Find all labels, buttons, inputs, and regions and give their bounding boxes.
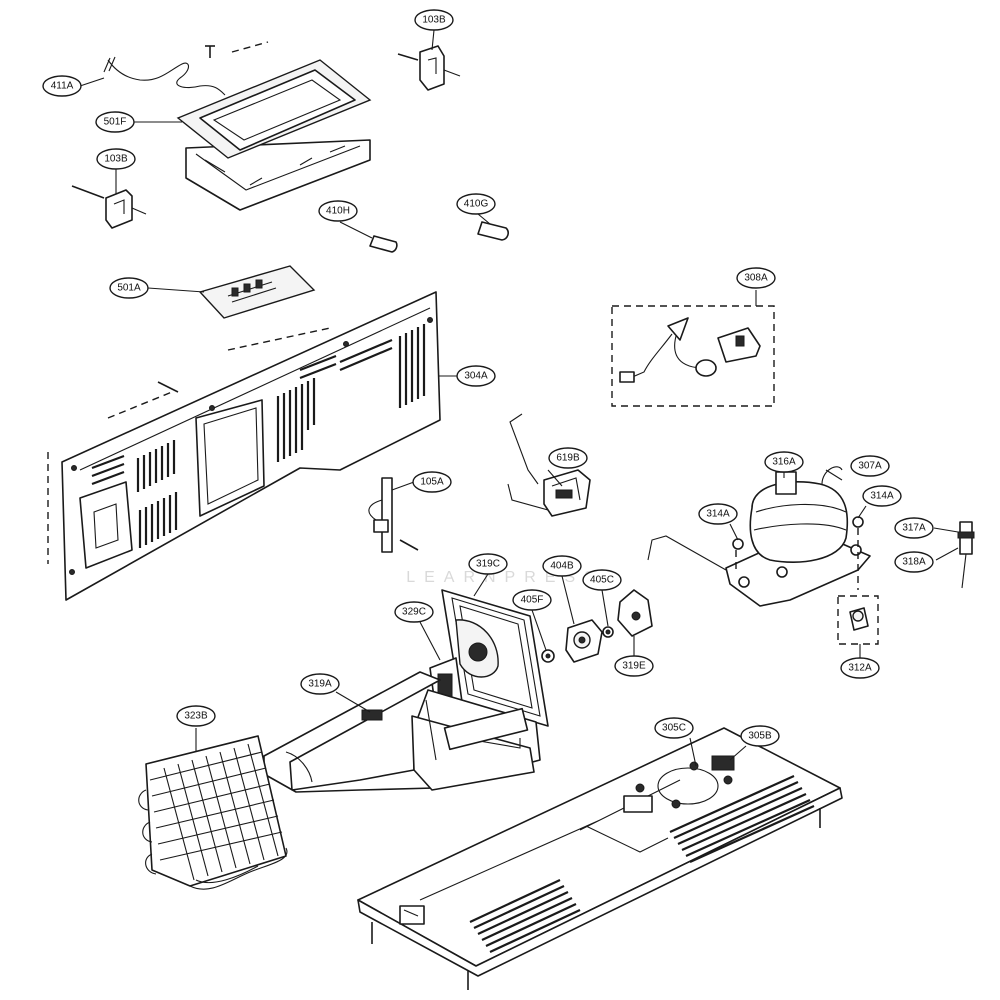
callout-label: 314A bbox=[870, 491, 894, 502]
callout-314a-left: 314A bbox=[698, 503, 738, 525]
callout-label: 405F bbox=[521, 595, 544, 606]
callout-label: 314A bbox=[706, 509, 730, 520]
callout-label: 105A bbox=[420, 477, 444, 488]
relay-312a-part bbox=[837, 595, 879, 645]
callout-318a: 318A bbox=[894, 551, 934, 573]
callout-label: 305B bbox=[748, 731, 772, 742]
callout-410g: 410G bbox=[456, 193, 496, 215]
callout-label: 404B bbox=[550, 561, 574, 572]
assembly-line bbox=[227, 327, 331, 351]
callout-label: 317A bbox=[902, 523, 926, 534]
lamp-410h-part bbox=[369, 235, 398, 253]
callout-label: 319E bbox=[622, 661, 646, 672]
callout-411a: 411A bbox=[42, 75, 82, 97]
callout-319e: 319E bbox=[614, 655, 654, 677]
control-tray-part bbox=[176, 59, 372, 211]
callout-label: 619B bbox=[556, 453, 580, 464]
callout-label: 501A bbox=[117, 283, 141, 294]
hinge-bracket-top-part bbox=[397, 45, 461, 91]
callout-label: 307A bbox=[858, 461, 882, 472]
callout-305b: 305B bbox=[740, 725, 780, 747]
callout-label: 103B bbox=[422, 15, 446, 26]
condenser-coil-part bbox=[138, 735, 288, 890]
control-board-part bbox=[198, 265, 316, 319]
callout-label: 411A bbox=[51, 81, 74, 92]
valve-part bbox=[957, 521, 975, 589]
callout-105a: 105A bbox=[412, 471, 452, 493]
callout-316a: 316A bbox=[764, 451, 804, 473]
callout-label: 410G bbox=[464, 199, 489, 210]
callout-label: 318A bbox=[902, 557, 926, 568]
callout-405c: 405C bbox=[582, 569, 622, 591]
assembly-line bbox=[231, 41, 269, 53]
callout-501a: 501A bbox=[109, 277, 149, 299]
callout-label: 312A bbox=[848, 663, 872, 674]
assembly-line bbox=[107, 391, 173, 419]
callout-308a: 308A bbox=[736, 267, 776, 289]
vent-grille bbox=[91, 324, 426, 548]
callout-319c: 319C bbox=[468, 553, 508, 575]
callout-label: 305C bbox=[662, 723, 686, 734]
callout-307a: 307A bbox=[850, 455, 890, 477]
callout-label: 405C bbox=[590, 575, 614, 586]
wiring-harness-part bbox=[611, 305, 775, 407]
callout-label: 103B bbox=[104, 154, 128, 165]
compressor-part bbox=[725, 466, 871, 607]
callout-label: 308A bbox=[744, 273, 768, 284]
callout-304a: 304A bbox=[456, 365, 496, 387]
callout-319a: 319A bbox=[300, 673, 340, 695]
callout-label: 319C bbox=[476, 559, 500, 570]
callout-label: 501F bbox=[104, 117, 127, 128]
damper-cover-part bbox=[617, 589, 653, 637]
callout-label: 316A bbox=[772, 457, 796, 468]
callout-103b-left: 103B bbox=[96, 148, 136, 170]
back-panel-part bbox=[61, 291, 441, 601]
callout-label: 410H bbox=[326, 206, 350, 217]
callout-501f: 501F bbox=[95, 111, 135, 133]
washer-405f-part bbox=[541, 649, 555, 663]
callout-305c: 305C bbox=[654, 717, 694, 739]
base-plate-part bbox=[357, 727, 843, 990]
callout-404b: 404B bbox=[542, 555, 582, 577]
evaporator-housing-part bbox=[263, 671, 541, 793]
pump-assembly-part bbox=[507, 413, 591, 517]
callout-label: 319A bbox=[308, 679, 332, 690]
callout-405f: 405F bbox=[512, 589, 552, 611]
leader-lines bbox=[79, 29, 959, 767]
power-cord-part bbox=[103, 56, 226, 96]
drain-tube-part bbox=[368, 477, 419, 553]
hinge-bracket-left-part bbox=[71, 185, 147, 229]
callout-329c: 329C bbox=[394, 601, 434, 623]
vent-grille bbox=[469, 774, 815, 953]
callout-312a: 312A bbox=[840, 657, 880, 679]
callout-323b: 323B bbox=[176, 705, 216, 727]
callout-314a-right: 314A bbox=[862, 485, 902, 507]
washer-405c-part bbox=[602, 626, 614, 638]
callout-410h: 410H bbox=[318, 200, 358, 222]
damper-motor-part bbox=[565, 619, 603, 663]
fan-shroud-part bbox=[441, 589, 549, 727]
callout-103b-top: 103B bbox=[414, 9, 454, 31]
screw-part bbox=[205, 45, 215, 58]
callout-317a: 317A bbox=[894, 517, 934, 539]
callout-619b: 619B bbox=[548, 447, 588, 469]
lamp-410g-part bbox=[477, 221, 509, 241]
callout-label: 323B bbox=[184, 711, 208, 722]
refrigerant-tube bbox=[647, 535, 727, 571]
callout-label: 329C bbox=[402, 607, 426, 618]
callout-label: 304A bbox=[464, 371, 488, 382]
